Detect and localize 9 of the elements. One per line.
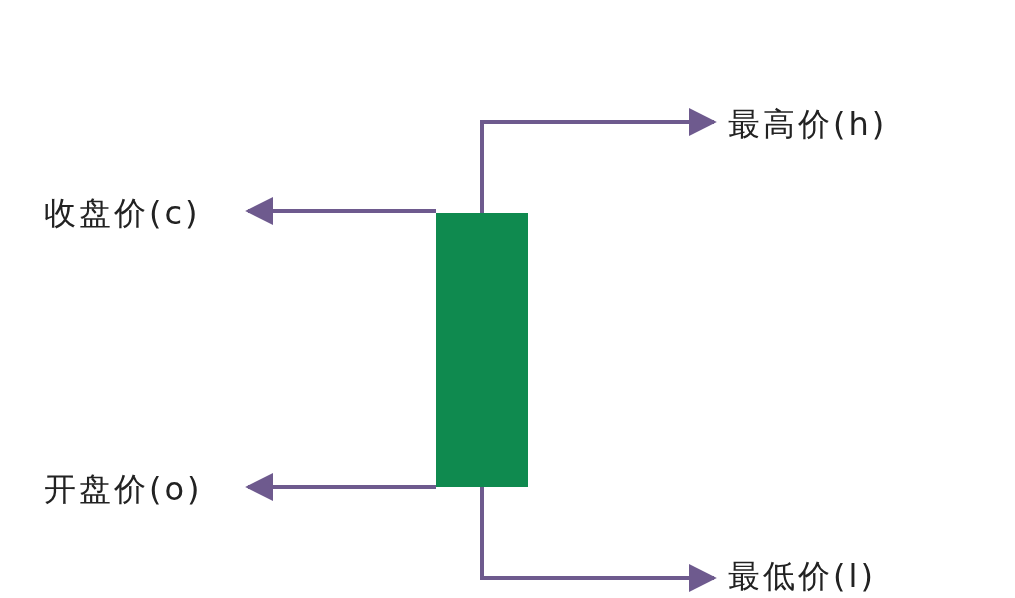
price-label: 最高价(h) bbox=[728, 104, 888, 144]
price-label: 收盘价(c) bbox=[44, 193, 201, 233]
price-label: 开盘价(o) bbox=[44, 469, 203, 509]
arrow bbox=[480, 487, 717, 592]
arrow bbox=[245, 197, 436, 225]
arrow bbox=[480, 108, 717, 213]
price-label: 最低价(l) bbox=[728, 556, 876, 596]
candle-body bbox=[436, 213, 528, 487]
arrow bbox=[245, 473, 436, 501]
